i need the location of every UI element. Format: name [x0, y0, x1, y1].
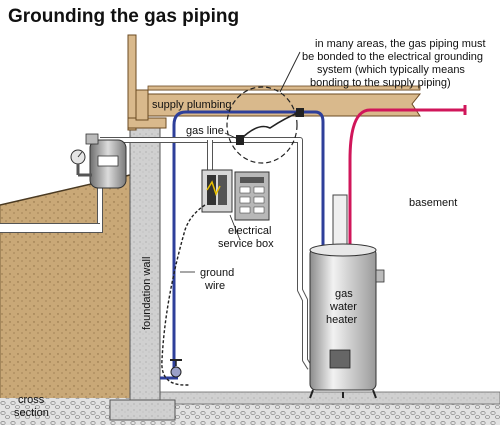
electrical-service-box: [201, 169, 270, 221]
wall-stud: [127, 34, 137, 131]
label-cross-2: section: [14, 407, 49, 419]
label-basement: basement: [409, 197, 457, 209]
diagram-title: Grounding the gas piping: [8, 6, 239, 27]
gas-line-leader: [224, 132, 241, 141]
bond-clamp-water: [296, 108, 304, 117]
callout-line-3: system (which typically means: [317, 64, 465, 76]
service-box-leader: [229, 214, 241, 241]
callout-circle: [226, 86, 298, 164]
callout-line-2: be bonded to the electrical grounding: [302, 51, 483, 63]
callout-line-4: bonding to the supply piping): [310, 77, 451, 89]
label-electrical-1: electrical: [228, 225, 271, 237]
soil-outside: [0, 174, 131, 425]
label-ground-2: wire: [204, 280, 225, 292]
label-cross-1: cross: [18, 394, 45, 406]
label-heater-3: heater: [326, 314, 358, 326]
label-heater-1: gas: [335, 288, 353, 300]
callout-leader: [279, 51, 301, 93]
callout-line-1: in many areas, the gas piping must: [315, 38, 486, 50]
cold-supply-pipe: [172, 110, 325, 378]
label-ground-1: ground: [200, 267, 234, 279]
bonding-jumper: [239, 111, 301, 141]
label-electrical-2: service box: [218, 238, 274, 250]
rim-joist: [135, 89, 149, 121]
label-heater-2: water: [329, 301, 357, 313]
label-gas-line: gas line: [186, 125, 224, 137]
label-foundation-wall: foundation wall: [141, 257, 153, 330]
hot-supply-pipe: [348, 108, 465, 250]
label-supply-plumbing: supply plumbing: [152, 99, 232, 111]
water-heater: [309, 194, 385, 399]
shutoff-valve: [170, 359, 182, 378]
foundation-wall: [129, 127, 161, 409]
subfloor: [147, 85, 421, 91]
ground-wire: [161, 204, 206, 386]
floor-slab: [159, 391, 500, 405]
gas-meter: [70, 133, 127, 189]
footing: [109, 399, 176, 421]
